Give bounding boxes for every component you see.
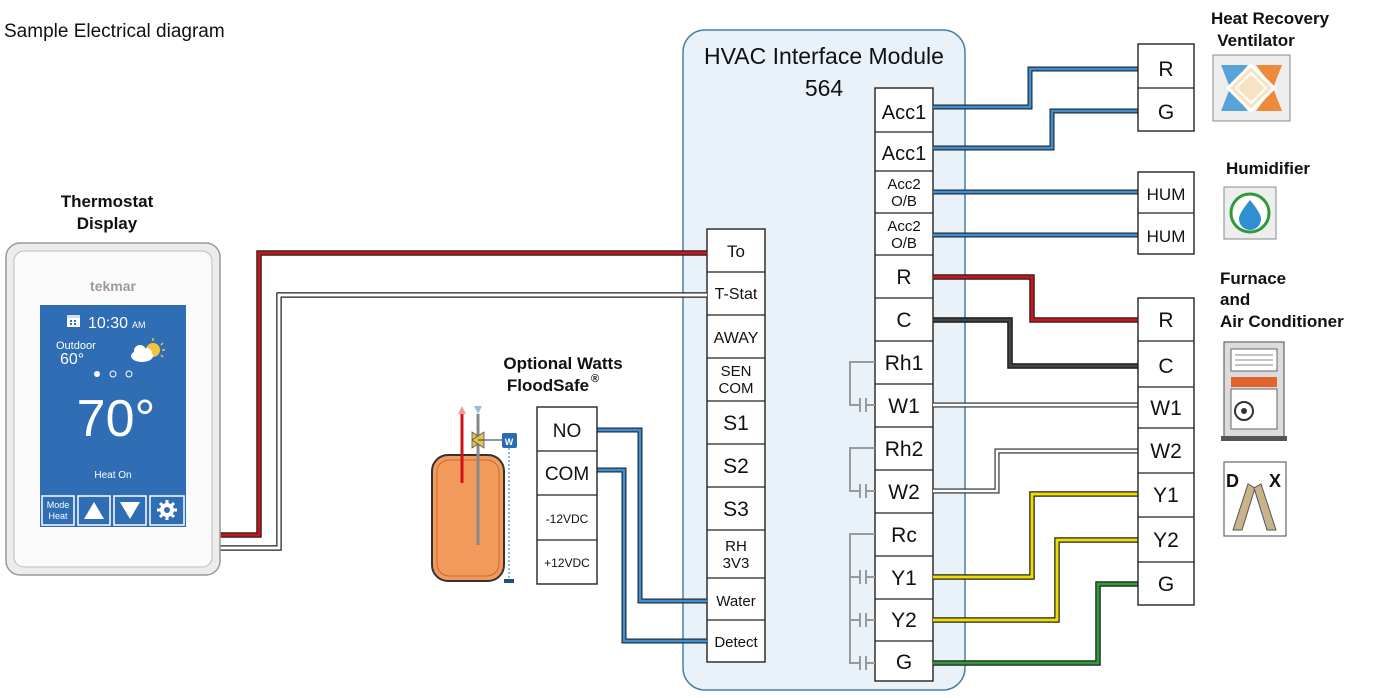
heat-exchanger-icon [1212, 54, 1291, 122]
mode-value: Heat [48, 511, 68, 521]
terminal-to: To [727, 242, 745, 261]
terminal-rc: Rc [891, 524, 917, 547]
humidifier-terminal-hum-a: HUM [1147, 185, 1186, 204]
terminal-g: G [896, 651, 912, 674]
valve-badge-w: W [505, 437, 514, 447]
terminal-rh: RH [725, 538, 747, 555]
furnace-icon [1221, 341, 1287, 441]
terminal-detect: Detect [714, 634, 758, 651]
mode-label: Mode [47, 500, 70, 510]
hrv-terminal-g: G [1158, 101, 1174, 124]
thermostat-brand: tekmar [90, 278, 136, 294]
furnace-heading-line1: Furnace [1220, 269, 1286, 288]
terminal-rh2: Rh2 [885, 438, 924, 461]
terminal-y2: Y2 [891, 609, 917, 632]
water-drop-icon [1223, 186, 1277, 240]
terminal-ob-b: O/B [891, 235, 917, 252]
terminal-s3: S3 [723, 498, 749, 521]
module-title: HVAC Interface Module [704, 43, 944, 69]
up-arrow-icon [84, 502, 104, 519]
dx-letter-d: D [1226, 471, 1239, 491]
furnace-heading-line3: Air Conditioner [1220, 312, 1344, 331]
calendar-icon [67, 315, 80, 327]
outdoor-label: Outdoor [56, 340, 96, 352]
internal-jumpers [849, 361, 875, 670]
terminal-acc2-a: Acc2 [887, 176, 920, 193]
terminal-s2: S2 [723, 455, 749, 478]
terminal-away: AWAY [714, 330, 759, 347]
terminal-w2: W2 [888, 481, 920, 504]
terminal-water: Water [716, 593, 755, 610]
floodsafe-wires [597, 427, 707, 644]
thermostat-heading-line2: Display [77, 214, 138, 233]
humidifier-terminal-hum-b: HUM [1147, 227, 1186, 246]
terminal-ob-a: O/B [891, 193, 917, 210]
hrv-terminal-r: R [1158, 58, 1173, 81]
up-button[interactable] [77, 495, 111, 526]
furnace-wires [933, 274, 1138, 666]
hrv-heading-line2: Ventilator [1217, 31, 1295, 50]
floodsafe-heading-line2: FloodSafe [507, 376, 589, 395]
settings-button[interactable] [149, 495, 185, 526]
dx-coil-icon: D X [1223, 461, 1287, 537]
down-arrow-icon [120, 502, 140, 519]
hrv-heading-line1: Heat Recovery [1211, 9, 1330, 28]
mode-button[interactable]: Mode Heat [41, 495, 75, 526]
room-temperature: 70° [77, 390, 156, 448]
floodsafe-terminal-neg12: -12VDC [546, 512, 589, 526]
module-left-terminal-strip [706, 228, 766, 663]
heat-status: Heat On [94, 470, 131, 481]
hrv-wires [933, 66, 1138, 151]
terminal-3v3: 3V3 [723, 555, 750, 572]
floodsafe-terminal-no: NO [553, 421, 582, 442]
terminal-tstat: T-Stat [715, 286, 758, 303]
furnace-terminal-w2: W2 [1150, 440, 1182, 463]
humidifier-wires [933, 189, 1138, 238]
furnace-terminal-c: C [1158, 355, 1173, 378]
terminal-c: C [896, 309, 911, 332]
furnace-terminal-w1: W1 [1150, 397, 1182, 420]
page-indicator-dots [94, 370, 133, 378]
down-button[interactable] [113, 495, 147, 526]
furnace-terminal-y2: Y2 [1153, 529, 1179, 552]
terminal-acc2-b: Acc2 [887, 218, 920, 235]
terminal-sen: SEN [721, 363, 752, 380]
dx-letter-x: X [1269, 471, 1281, 491]
outdoor-temp: 60° [60, 351, 84, 368]
terminal-w1: W1 [888, 395, 920, 418]
partly-cloudy-icon [131, 338, 165, 362]
furnace-heading-line2: and [1220, 290, 1250, 309]
module-model: 564 [805, 75, 844, 101]
water-heater-icon: W [431, 406, 517, 583]
terminal-s1: S1 [723, 412, 749, 435]
terminal-y1: Y1 [891, 567, 917, 590]
terminal-acc1-a: Acc1 [882, 102, 926, 124]
thermostat-ampm: AM [132, 320, 146, 330]
terminal-acc1-b: Acc1 [882, 143, 926, 165]
furnace-terminal-g: G [1158, 573, 1174, 596]
thermostat-time: 10:30 [88, 315, 128, 332]
furnace-terminal-block [1137, 297, 1195, 606]
diagram-title: Sample Electrical diagram [4, 21, 225, 42]
thermostat-screen [40, 305, 186, 527]
floodsafe-heading-line1: Optional Watts [503, 354, 622, 373]
thermostat-wires [220, 250, 707, 551]
humidifier-heading: Humidifier [1226, 159, 1310, 178]
registered-mark: ® [591, 373, 599, 385]
floodsafe-terminal-com: COM [545, 464, 589, 485]
furnace-terminal-r: R [1158, 309, 1173, 332]
thermostat-heading-line1: Thermostat [61, 192, 154, 211]
gear-icon [157, 500, 177, 520]
terminal-r: R [896, 266, 911, 289]
terminal-com: COM [719, 380, 754, 397]
furnace-terminal-y1: Y1 [1153, 484, 1179, 507]
floodsafe-terminal-pos12: +12VDC [544, 556, 590, 570]
terminal-rh1: Rh1 [885, 352, 924, 375]
